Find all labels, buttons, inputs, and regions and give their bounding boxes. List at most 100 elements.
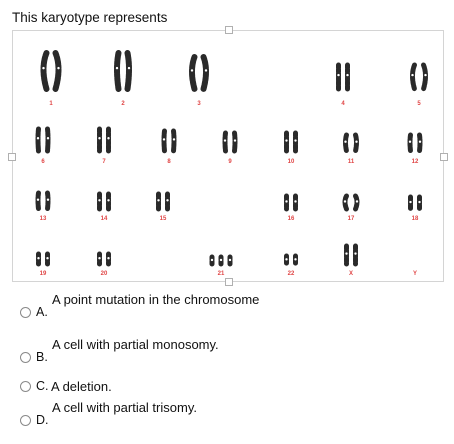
chromosome	[40, 50, 50, 92]
centromere	[408, 140, 412, 143]
label-chr-22: 22	[287, 271, 295, 277]
centromere	[355, 140, 358, 143]
chromosome	[114, 50, 122, 92]
label-chr-2: 2	[121, 101, 125, 107]
centromere	[344, 140, 347, 143]
centromere	[285, 200, 288, 203]
option-c[interactable]: C. A deletion.	[0, 378, 454, 414]
label-chr-12: 12	[411, 159, 419, 165]
option-b-radio[interactable]	[20, 352, 31, 363]
chromosome	[200, 54, 209, 92]
chromosome	[232, 130, 238, 154]
centromere	[98, 199, 101, 202]
label-chr-y: Y	[412, 271, 418, 277]
option-c-letter: C.	[36, 379, 49, 393]
chromosome-group	[35, 126, 51, 154]
chromosome	[124, 50, 132, 92]
label-chr-9: 9	[228, 159, 232, 165]
centromere	[354, 252, 357, 255]
label-chr-19: 19	[39, 271, 47, 277]
centromere	[162, 138, 166, 141]
chromosome-group	[222, 130, 238, 154]
chromosome	[35, 190, 41, 212]
label-chr-3: 3	[197, 101, 201, 107]
chromosome-group	[410, 62, 428, 92]
centromere	[42, 66, 45, 70]
chromosome	[222, 130, 228, 154]
centromere	[346, 73, 349, 77]
option-c-radio[interactable]	[20, 381, 31, 392]
centromere	[190, 69, 194, 72]
chromosome-group	[209, 254, 233, 267]
chromosome-group	[36, 251, 50, 267]
label-chr-1: 1	[49, 101, 53, 107]
chromosome-group	[342, 193, 360, 212]
option-a[interactable]: A point mutation in the chromosome A.	[0, 290, 454, 326]
chromosome-group	[155, 191, 170, 212]
option-a-letter: A.	[36, 305, 48, 319]
chromosome	[52, 50, 62, 92]
centromere	[107, 257, 110, 260]
option-b-letter: B.	[36, 350, 48, 364]
resize-handle-top[interactable]	[225, 26, 233, 34]
karyotype-image: 1 2 3 4 5 6 7 8 9 10 11 12 13 14 15 16 1…	[8, 26, 448, 286]
label-chr-14: 14	[100, 216, 108, 222]
centromere	[233, 139, 237, 142]
centromere	[36, 198, 40, 201]
centromere	[219, 258, 223, 262]
centromere	[409, 200, 412, 204]
centromere	[411, 73, 414, 77]
label-chr-11: 11	[347, 159, 355, 165]
resize-handle-bottom[interactable]	[225, 278, 233, 286]
centromere	[98, 137, 101, 140]
centromere	[223, 139, 227, 142]
chromosome-drawing	[35, 50, 428, 267]
chromosome	[171, 128, 177, 154]
chromosome	[421, 62, 428, 92]
label-chr-5: 5	[417, 101, 421, 107]
chromosome-group	[336, 62, 350, 92]
centromere	[57, 66, 60, 70]
centromere	[210, 258, 214, 262]
chromosome	[45, 126, 51, 154]
label-chr-17: 17	[347, 216, 355, 222]
centromere	[418, 140, 422, 143]
centromere	[418, 200, 421, 204]
resize-handle-right[interactable]	[440, 153, 448, 161]
centromere	[115, 66, 119, 70]
centromere	[36, 137, 40, 140]
centromere	[107, 199, 110, 202]
label-chr-8: 8	[167, 159, 171, 165]
centromere	[355, 200, 359, 203]
centromere	[343, 200, 347, 203]
chromosome-group	[35, 190, 51, 212]
centromere	[46, 198, 50, 201]
chromosome-group	[97, 191, 111, 212]
chromosome	[45, 190, 51, 212]
chromosome	[353, 132, 359, 154]
option-d[interactable]: A cell with partial trisomy. D.	[0, 398, 454, 434]
chromosome-group	[408, 194, 422, 212]
chromosome-group	[161, 128, 177, 154]
label-chr-18: 18	[411, 216, 419, 222]
centromere	[294, 200, 297, 203]
chromosome-group	[189, 54, 209, 92]
label-chr-13: 13	[39, 216, 47, 222]
option-d-text: A cell with partial trisomy.	[52, 400, 197, 415]
centromere	[107, 137, 110, 140]
resize-handle-left[interactable]	[8, 153, 16, 161]
centromere	[166, 199, 169, 202]
label-chr-x: X	[348, 271, 354, 277]
centromere	[345, 252, 348, 255]
option-b[interactable]: A cell with partial monosomy. B.	[0, 335, 454, 371]
option-a-radio[interactable]	[20, 307, 31, 318]
chromosome	[189, 54, 198, 92]
centromere	[204, 69, 208, 72]
label-chr-10: 10	[287, 159, 295, 165]
centromere	[127, 66, 131, 70]
option-a-text: A point mutation in the chromosome	[52, 292, 260, 307]
option-d-radio[interactable]	[20, 415, 31, 426]
chromosome-group	[284, 130, 299, 154]
chromosome	[410, 62, 417, 92]
chromosome-group	[284, 253, 299, 267]
